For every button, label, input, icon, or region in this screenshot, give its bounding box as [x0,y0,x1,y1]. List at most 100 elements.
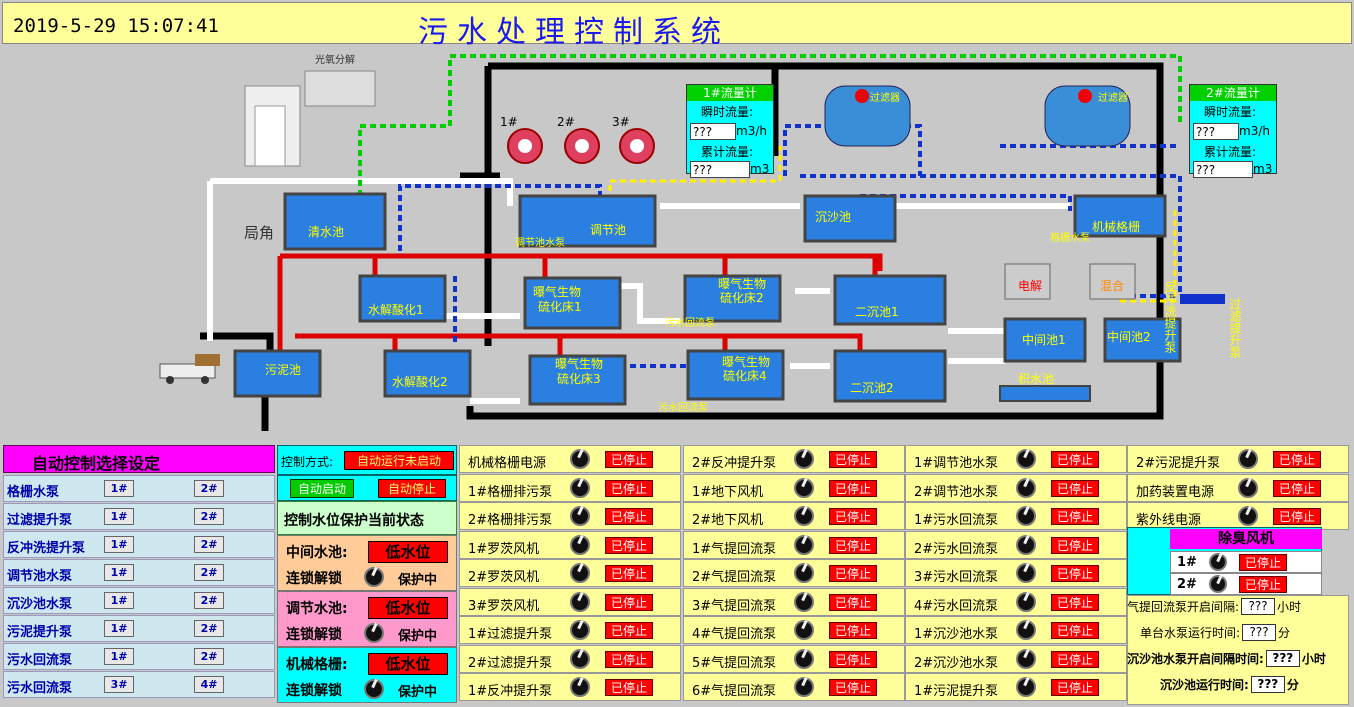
equipment-name: 1#过滤提升泵 [468,627,553,642]
filter-lift-label: 过滤提升泵 [1228,298,1242,358]
equipment-switch-knob-icon[interactable] [1238,477,1258,498]
auto-switch-2[interactable]: 2# [194,620,224,637]
auto-switch-1[interactable]: 1# [104,592,134,609]
equipment-name: 1#气提回流泵 [692,541,777,557]
timer-input[interactable]: ??? [1250,676,1285,693]
equipment-switch-knob-icon[interactable] [570,591,590,612]
status-badge: 已停止 [1051,622,1099,639]
return-pump-label-2: 污水回流泵 [658,401,708,414]
timer-input[interactable]: ??? [1241,598,1276,615]
timer-input[interactable]: ??? [1242,624,1277,641]
equipment-switch-knob-icon[interactable] [570,449,590,469]
equipment-switch-knob-icon[interactable] [570,620,590,640]
status-badge: 已停止 [605,679,653,696]
equipment-name: 2#地下风机 [692,513,764,528]
equipment-switch-knob-icon[interactable] [1238,506,1258,526]
protection-state: 保护中 [398,573,438,588]
auto-panel-title: 自动控制选择设定 [32,454,161,473]
interlock-knob-icon[interactable] [364,623,384,643]
equipment-cell: 1#污水回流泵已停止 [905,502,1127,530]
auto-switch-2[interactable]: 2# [194,508,224,525]
equipment-switch-knob-icon[interactable] [1016,477,1036,498]
equipment-switch-knob-icon[interactable] [794,563,814,583]
auto-row-label: 调节池水泵 [7,569,73,584]
equipment-switch-knob-icon[interactable] [794,620,814,640]
equipment-cell: 加药装置电源已停止 [1127,473,1349,502]
equipment-cell: 1#气提回流泵已停止 [683,530,905,559]
auto-switch-2[interactable]: 2# [194,480,224,497]
deodor-fan-knob-icon[interactable] [1209,553,1227,571]
svg-text:水解酸化2: 水解酸化2 [392,374,448,389]
interlock-knob-icon[interactable] [364,567,384,587]
flowmeter1-title: 1#流量计 [687,85,773,101]
equipment-name: 紫外线电源 [1136,513,1202,528]
auto-switch-1[interactable]: 1# [104,620,134,637]
auto-switch-1[interactable]: 1# [104,536,134,553]
svg-text:清水池: 清水池 [308,225,344,239]
auto-row-label: 格栅水泵 [7,485,60,500]
svg-text:硫化床4: 硫化床4 [723,368,767,383]
status-badge: 已停止 [605,593,653,611]
auto-switch-1[interactable]: 3# [104,676,134,693]
tank-mid1: 中间池1 [1003,317,1087,363]
equipment-switch-knob-icon[interactable] [794,449,814,469]
auto-switch-1[interactable]: 1# [104,480,134,497]
equipment-switch-knob-icon[interactable] [570,506,590,526]
auto-buttons: 自动启动 自动停止 [277,475,457,501]
water-level-indicator: 低水位 [368,653,448,675]
auto-switch-2[interactable]: 2# [194,592,224,609]
equipment-switch-knob-icon[interactable] [570,563,590,583]
deodor-fan-knob-icon[interactable] [1209,575,1227,593]
equipment-switch-knob-icon[interactable] [1016,648,1036,669]
tank-mid2: 中间池2 [1103,317,1182,363]
auto-start-button[interactable]: 自动启动 [290,479,354,498]
equipment-switch-knob-icon[interactable] [1016,677,1036,697]
equipment-switch-knob-icon[interactable] [1016,591,1036,612]
equipment-switch-knob-icon[interactable] [1016,620,1036,640]
auto-switch-2[interactable]: 2# [194,564,224,581]
fan2-label: 2# [557,115,575,129]
equipment-name: 4#污水回流泵 [914,598,999,614]
equipment-switch-knob-icon[interactable] [1016,563,1036,583]
timer-unit: 分 [1286,678,1299,692]
auto-switch-2[interactable]: 2# [194,536,224,553]
equipment-switch-knob-icon[interactable] [794,648,814,669]
equipment-name: 1#污泥提升泵 [914,684,999,699]
equipment-switch-knob-icon[interactable] [794,591,814,612]
equipment-switch-knob-icon[interactable] [1238,449,1258,469]
status-badge: 已停止 [605,508,653,525]
equipment-switch-knob-icon[interactable] [1016,449,1036,469]
control-mode-label: 控制方式: [281,455,334,469]
equipment-switch-knob-icon[interactable] [570,477,590,498]
equipment-cell: 6#气提回流泵已停止 [683,673,905,701]
equipment-switch-knob-icon[interactable] [794,477,814,498]
flowmeter-2: 2#流量计 瞬时流量: ???m3/h 累计流量: ???m3 [1189,84,1277,178]
equipment-switch-knob-icon[interactable] [1016,506,1036,526]
equipment-switch-knob-icon[interactable] [570,534,590,555]
equipment-switch-knob-icon[interactable] [1016,534,1036,555]
auto-switch-2[interactable]: 2# [194,648,224,665]
auto-switch-1[interactable]: 1# [104,564,134,581]
fan3-label: 3# [612,115,630,129]
status-badge: 已停止 [605,565,653,582]
status-badge: 已停止 [1239,554,1287,571]
equipment-name: 3#污水回流泵 [914,570,999,585]
auto-switch-1[interactable]: 1# [104,648,134,665]
auto-switch-1[interactable]: 1# [104,508,134,525]
mix-unit: 混合 [1089,263,1136,300]
equipment-switch-knob-icon[interactable] [570,648,590,669]
auto-stop-button[interactable]: 自动停止 [378,479,446,498]
equipment-switch-knob-icon[interactable] [794,534,814,555]
timer-input[interactable]: ??? [1265,650,1300,667]
auto-switch-2[interactable]: 4# [194,676,224,693]
deodor-fan-row: 1#已停止 [1170,551,1322,573]
auto-row: 调节池水泵 1# 2# [3,559,275,586]
equipment-switch-knob-icon[interactable] [794,677,814,697]
equipment-switch-knob-icon[interactable] [794,506,814,526]
tank-secondary1: 二沉池1 [833,274,947,326]
equipment-name: 2#调节池水泵 [914,484,999,500]
interlock-knob-icon[interactable] [364,679,384,699]
equipment-switch-knob-icon[interactable] [570,677,590,697]
status-badge: 已停止 [1051,479,1099,497]
